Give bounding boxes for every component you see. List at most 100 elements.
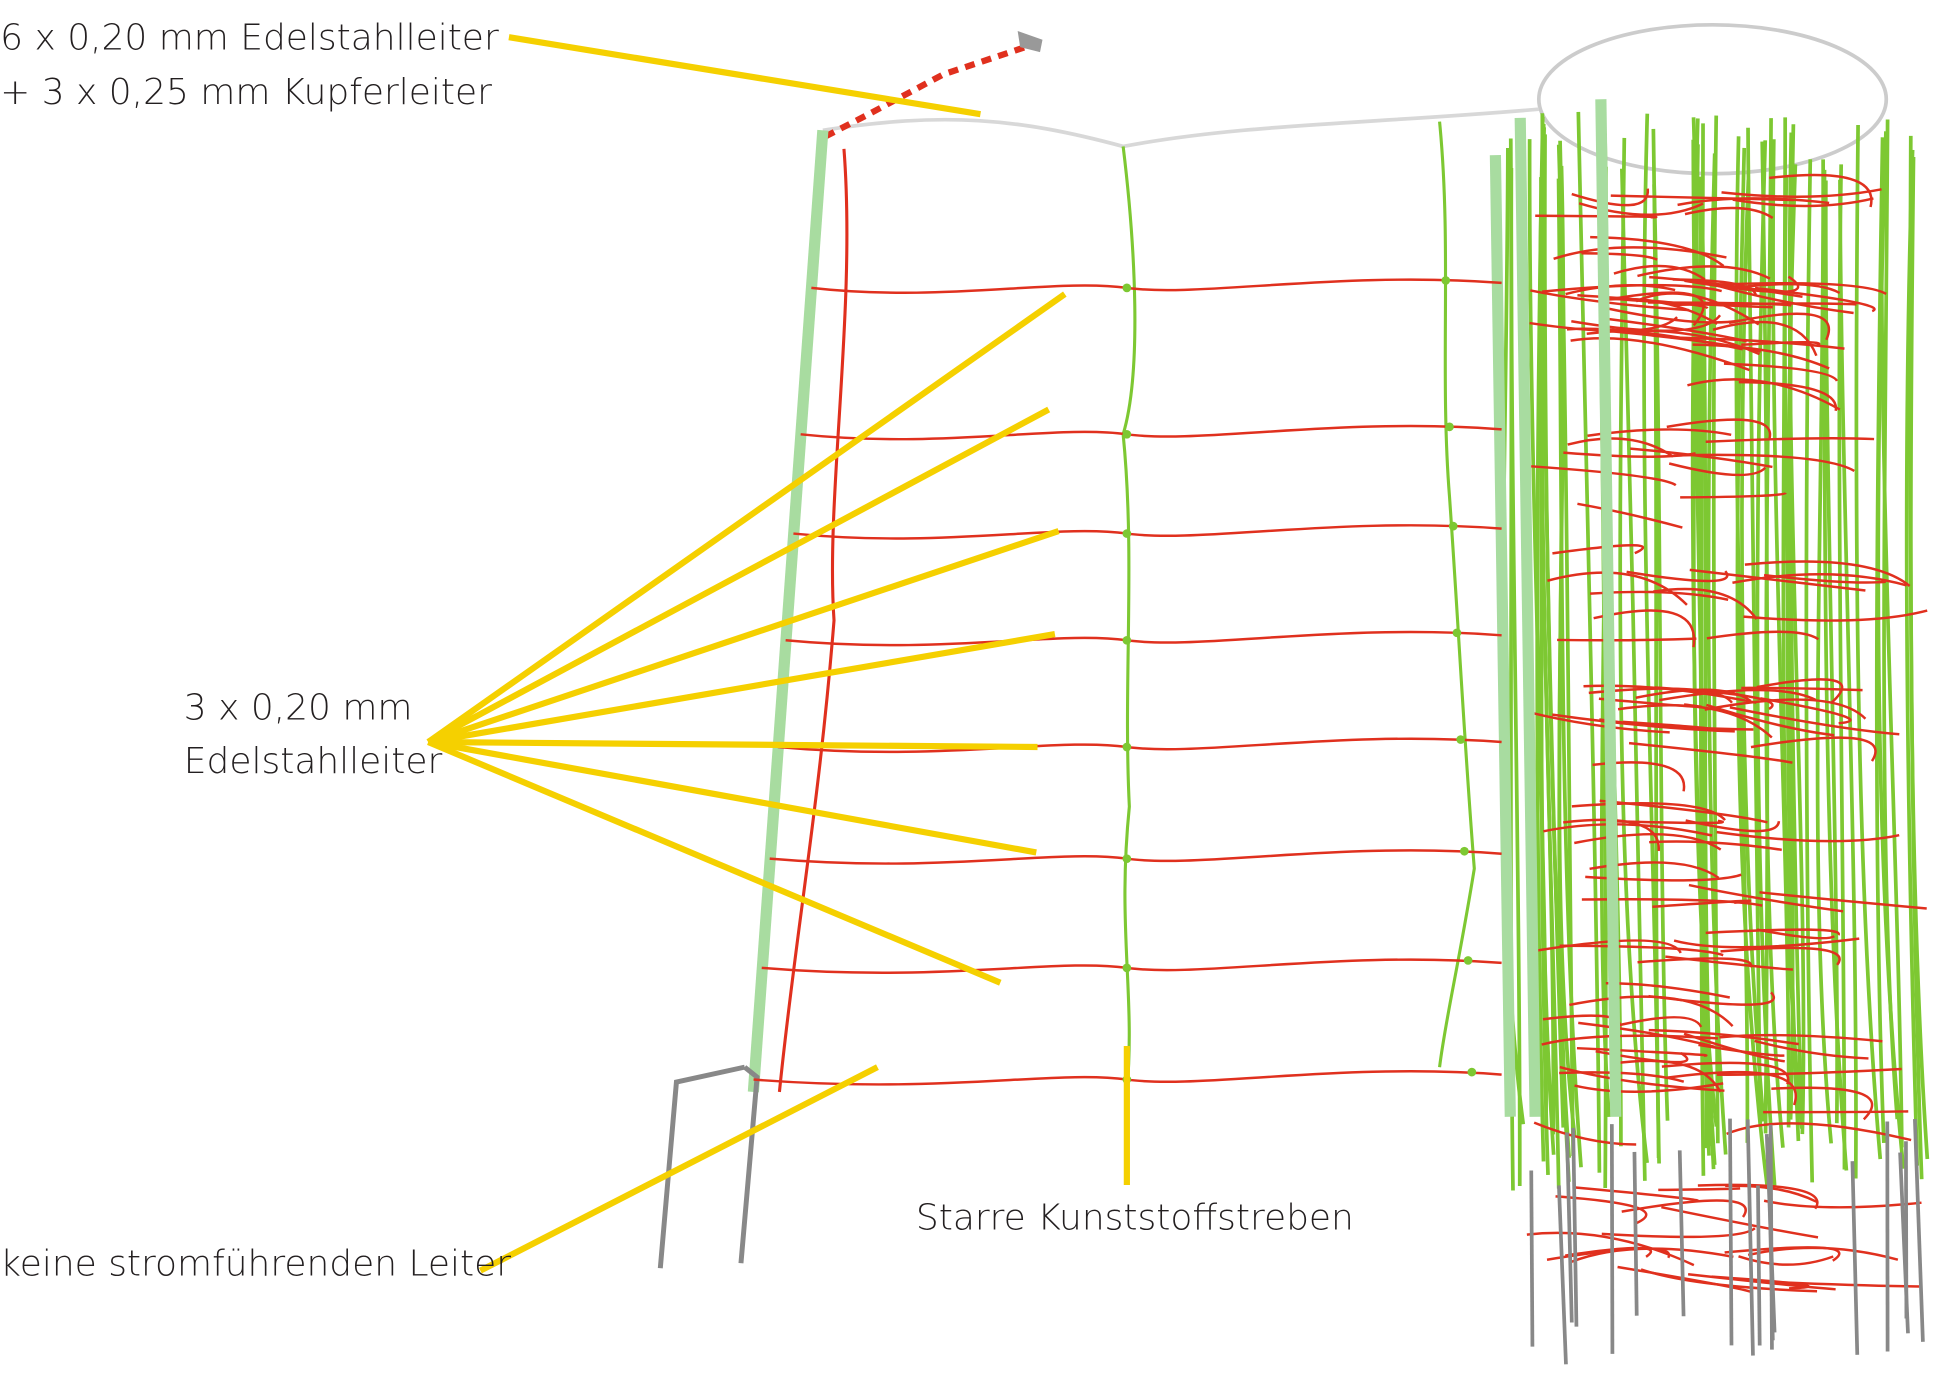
rolled-red-wire — [1578, 1021, 1716, 1049]
rolled-red-wire — [1603, 306, 1741, 324]
horizontal-red-wire — [769, 849, 1502, 865]
rolled-red-wire — [1571, 802, 1726, 821]
top-white-wire — [822, 107, 1539, 149]
strut-knot — [1122, 429, 1132, 439]
strut-knot — [1463, 956, 1473, 965]
callout-line-bottom — [478, 1064, 879, 1274]
rolled-red-wire — [1653, 587, 1758, 620]
fence-post — [747, 129, 829, 1093]
strut-knot — [1122, 635, 1132, 645]
rolled-red-wire — [1621, 1199, 1747, 1218]
rolled-red-wire — [1659, 688, 1817, 702]
rolled-red-wire — [1531, 939, 1682, 954]
plastic-strut — [1438, 121, 1476, 1068]
callout-lines — [426, 34, 1130, 1274]
rolled-red-wire — [1732, 197, 1874, 208]
rolled-red-wire — [1590, 235, 1725, 267]
rolled-red-wire — [1610, 819, 1724, 825]
rolled-red-wire — [1626, 570, 1729, 583]
rolled-red-wire — [1578, 202, 1704, 217]
rolled-red-wire — [1721, 188, 1882, 198]
rolled-red-wire — [1648, 1028, 1799, 1046]
rolled-strut — [1711, 115, 1720, 1144]
roll-top-white-wires — [1536, 22, 1889, 176]
rolled-red-wire — [1704, 698, 1867, 720]
rolled-red-wire — [1719, 1033, 1883, 1043]
rolled-red-wire — [1680, 491, 1787, 499]
callout-line-mid — [426, 406, 1051, 745]
rolled-red-wire — [1673, 937, 1860, 949]
callout-line-mid — [426, 291, 1067, 745]
horizontal-red-wire — [800, 424, 1502, 441]
rolled-ground-spike — [1557, 1185, 1568, 1365]
rolled-red-wire — [1557, 637, 1697, 642]
rolled-ground-spike — [1728, 1118, 1734, 1346]
rolled-red-wire — [1750, 736, 1877, 762]
rolled-red-wire — [1706, 630, 1820, 641]
red-white-lead-wire — [823, 40, 1038, 140]
rolled-red-wire — [1741, 686, 1863, 692]
rolled-red-wire — [1658, 1187, 1741, 1192]
rolled-red-wire — [1763, 1199, 1922, 1209]
rolled-red-wire — [1759, 891, 1927, 910]
label-conductor-top-2: + 3 x 0,25 mm Kupferleiter — [0, 72, 492, 113]
rolled-red-wire — [1668, 462, 1767, 477]
rolled-red-wire — [1661, 1061, 1790, 1085]
rolled-red-wire — [1689, 568, 1866, 592]
rolled-red-wire — [1547, 571, 1688, 606]
rolled-red-wire — [1565, 283, 1676, 296]
rolled-fence-post — [1489, 155, 1516, 1117]
rolled-red-wire — [1628, 741, 1793, 764]
rolled-strut — [1620, 168, 1647, 1181]
rolled-red-wire — [1720, 946, 1841, 966]
rolled-red-wire — [1574, 1082, 1724, 1093]
rolled-strut — [1879, 182, 1904, 1148]
rolled-red-wire — [1569, 995, 1734, 1027]
rolled-red-wire — [1716, 830, 1900, 843]
callout-line-mid — [427, 528, 1060, 745]
rolled-strut — [1804, 159, 1815, 1183]
label-conductor-mid-2: Edelstahlleiter — [184, 741, 443, 782]
strut-knot — [1452, 628, 1462, 638]
horizontal-red-wire — [785, 630, 1502, 647]
rolled-red-wire — [1738, 1255, 1834, 1266]
rolled-red-wire — [1738, 380, 1837, 412]
rolled-red-wire — [1763, 1110, 1909, 1114]
rolled-strut — [1509, 167, 1522, 1187]
label-conductor-top-1: 6 x 0,20 mm Edelstahlleiter — [0, 18, 499, 59]
rolled-red-wire — [1570, 337, 1750, 372]
rolled-fence-net — [1489, 22, 1930, 1365]
rolled-red-wire — [1535, 214, 1658, 219]
callout-line-mid — [427, 631, 1056, 746]
rolled-red-wire — [1763, 573, 1886, 584]
rolled-red-wire — [1610, 194, 1794, 202]
rolled-red-wire — [1754, 286, 1876, 313]
rolled-ground-spike — [1632, 1151, 1639, 1316]
strut-knot — [1122, 529, 1132, 538]
rolled-red-wire — [1723, 362, 1839, 382]
rolled-red-wire — [1571, 188, 1650, 207]
rolled-red-wire — [1613, 264, 1706, 281]
horizontal-red-wire — [793, 524, 1502, 540]
rolled-red-wire — [1574, 832, 1722, 851]
rolled-red-wire — [1640, 1268, 1818, 1293]
rolled-red-wire — [1741, 341, 1821, 347]
rolled-red-wire — [1559, 1065, 1725, 1092]
label-plastic-struts: Starre Kunststoffstreben — [916, 1198, 1354, 1239]
post-ground-spike — [657, 1064, 760, 1269]
rolled-red-wire — [1559, 944, 1724, 957]
rolled-red-wire — [1652, 899, 1752, 909]
rolled-red-wire — [1684, 206, 1774, 219]
wire-connector-icon — [1017, 31, 1043, 53]
horizontal-red-wire — [761, 958, 1502, 974]
rolled-strut — [1576, 111, 1602, 1173]
rolled-red-wire — [1665, 1070, 1797, 1106]
horizontal-red-wire — [811, 278, 1502, 294]
callout-line-top — [508, 34, 981, 118]
rolled-ground-spike — [1764, 1134, 1777, 1333]
rolled-red-wire — [1566, 327, 1743, 351]
rolled-red-wire — [1705, 703, 1835, 737]
rolled-red-wire — [1726, 1122, 1912, 1142]
rolled-red-wire — [1553, 246, 1727, 261]
